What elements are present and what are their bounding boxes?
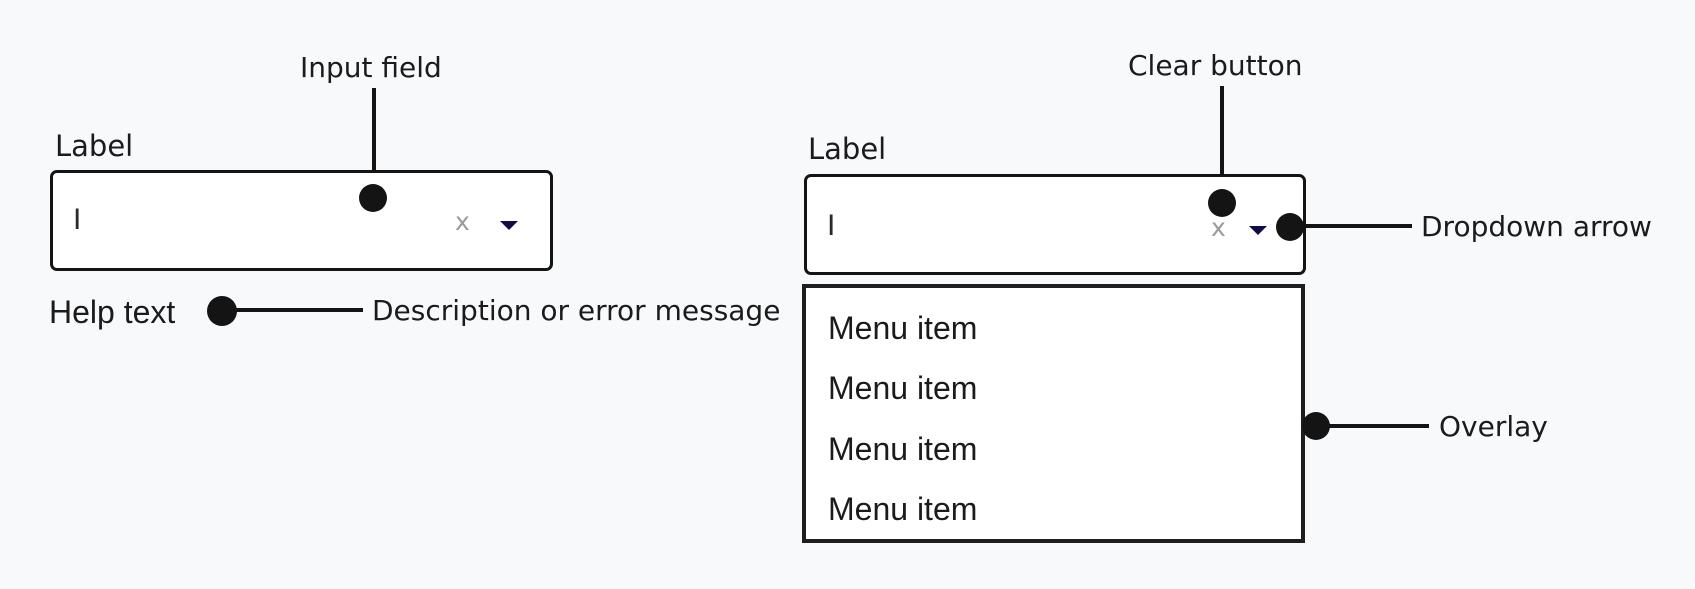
annotation-input-field: Input field (300, 51, 442, 84)
menu-overlay: Menu item Menu item Menu item Menu item (802, 284, 1305, 543)
input-field[interactable]: I x (50, 170, 553, 271)
dropdown-arrow-icon[interactable] (1249, 226, 1267, 235)
clear-icon[interactable]: x (455, 207, 470, 236)
annotation-marker (359, 184, 387, 212)
annotation-dropdown-arrow: Dropdown arrow (1421, 210, 1652, 243)
annotation-marker (1208, 189, 1236, 217)
clear-icon[interactable]: x (1211, 213, 1226, 242)
menu-item[interactable]: Menu item (828, 491, 978, 527)
combobox-input[interactable]: I x (804, 174, 1306, 275)
menu-item[interactable]: Menu item (828, 310, 978, 346)
field-label: Label (808, 132, 887, 166)
menu-item[interactable]: Menu item (828, 431, 978, 467)
help-text: Help text (49, 294, 176, 330)
text-cursor: I (827, 209, 836, 242)
annotation-leader-line (1324, 424, 1429, 428)
annotation-overlay: Overlay (1439, 410, 1548, 443)
text-cursor: I (73, 203, 82, 236)
annotation-leader-line (1298, 224, 1412, 228)
dropdown-arrow-icon[interactable] (500, 221, 518, 230)
annotation-leader-line (1220, 86, 1224, 200)
annotation-leader-line (372, 88, 376, 198)
menu-item[interactable]: Menu item (828, 370, 978, 406)
annotation-clear-button: Clear button (1128, 49, 1303, 82)
annotation-leader-line (230, 308, 363, 312)
annotation-description: Description or error message (372, 294, 781, 327)
field-label: Label (55, 129, 134, 163)
